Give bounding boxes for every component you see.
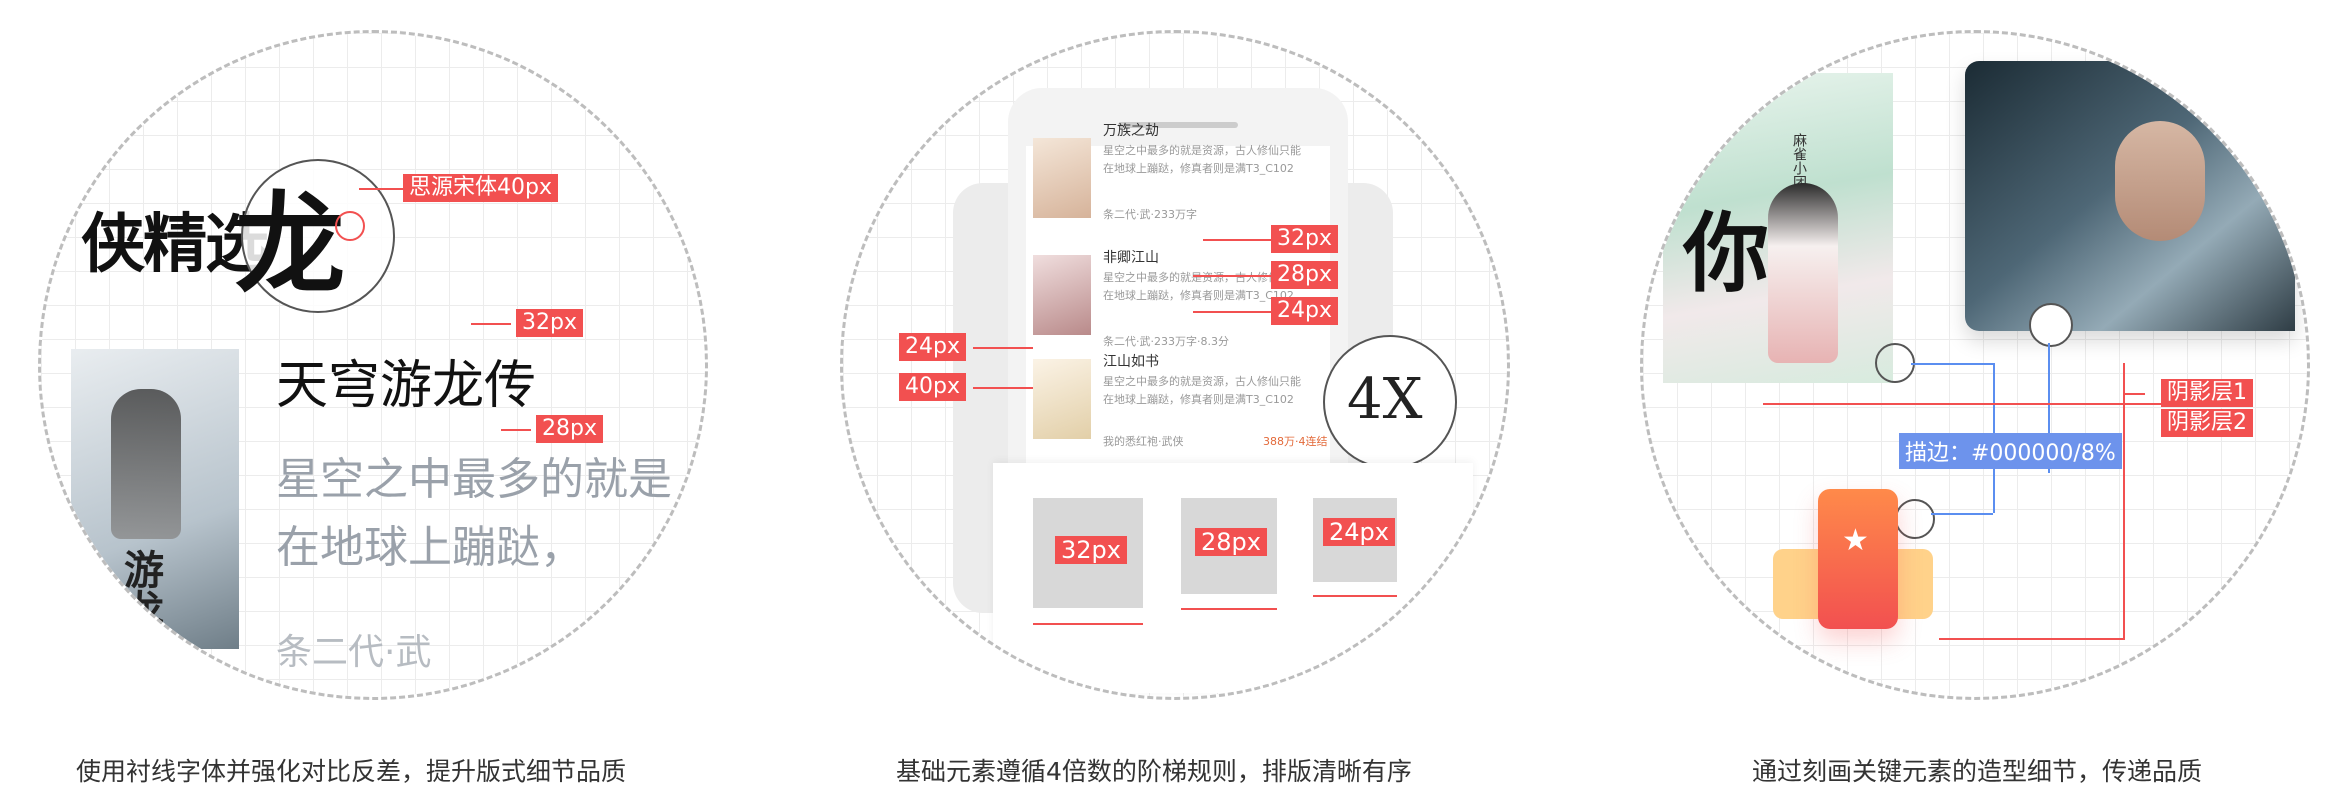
shadow-line bbox=[1763, 403, 2243, 405]
detail-magnifier bbox=[1875, 343, 1915, 383]
caption-serif: 使用衬线字体并强化对比反差，提升版式细节品质 bbox=[76, 757, 627, 786]
tag-pointer bbox=[501, 429, 531, 431]
shadow-tag-1: 阴影层1 bbox=[2161, 379, 2253, 407]
caption-detail: 通过刻画关键元素的造型细节，传递品质 bbox=[1752, 757, 2203, 786]
measure-line bbox=[1181, 608, 1277, 610]
panel-detail: 你 麻雀小团子 描边：#000000/8% 阴影层1 阴影层2 ★ bbox=[1640, 0, 2351, 800]
list-cover bbox=[1033, 138, 1091, 218]
book-title: 天穹游龙传 bbox=[276, 356, 537, 416]
size-tag-32: 32px bbox=[1271, 225, 1338, 253]
box-tag-24: 24px bbox=[1323, 518, 1395, 546]
size-tag-24: 24px bbox=[1271, 297, 1338, 325]
tag-pointer bbox=[1203, 239, 1283, 241]
stroke-label: 描边：#000000/8% bbox=[1899, 433, 2122, 469]
zoom-char: 龙 bbox=[235, 180, 345, 309]
detail-magnifier bbox=[1895, 499, 1935, 539]
book-cover: 游龙传 bbox=[71, 349, 239, 669]
list-title: 非卿江山 bbox=[1103, 250, 1159, 266]
font-tag: 思源宋体40px bbox=[403, 174, 558, 202]
list-item: 万族之劫 星空之中最多的就是资源，古人修仙只能在地球上蹦跶，修真者则是满T3_C… bbox=[1033, 123, 1333, 238]
tag-pointer bbox=[973, 387, 1033, 389]
list-meta: 条二代·武·233万字·8.3分 bbox=[1103, 335, 1229, 348]
list-item: 江山如书 星空之中最多的就是资源，古人修仙只能在地球上蹦跶，修真者则是满T3_C… bbox=[1033, 354, 1333, 465]
list-cover bbox=[1033, 255, 1091, 335]
connector-line bbox=[1993, 363, 1995, 473]
size-tag-left-40: 40px bbox=[899, 373, 966, 401]
zoom-highlight bbox=[335, 211, 365, 241]
tag-pointer bbox=[973, 347, 1033, 349]
list-meta-right: 388万·4连结 bbox=[1263, 435, 1328, 448]
grid-circle: 万族之劫 星空之中最多的就是资源，古人修仙只能在地球上蹦跶，修真者则是满T3_C… bbox=[840, 30, 1510, 700]
list-meta: 条二代·武·233万字 bbox=[1103, 208, 1197, 221]
measure-line bbox=[1033, 623, 1143, 625]
photo-face bbox=[2115, 121, 2205, 241]
box-tag-32: 32px bbox=[1055, 536, 1127, 564]
size-box-24: 24px bbox=[1313, 498, 1397, 582]
connector-line bbox=[1993, 473, 1995, 513]
list-desc: 星空之中最多的就是资源，古人修仙只能在地球上蹦跶，修真者则是满T3_C102 bbox=[1103, 375, 1301, 406]
cover-figure bbox=[1768, 183, 1838, 363]
shadow-line bbox=[2123, 363, 2125, 638]
zoom-lens: 4X bbox=[1323, 335, 1457, 469]
size-box-32: 32px bbox=[1033, 498, 1143, 608]
cover-calligraphy: 你 bbox=[1683, 203, 1769, 304]
cover-photo bbox=[1965, 61, 2295, 331]
list-cover bbox=[1033, 359, 1091, 439]
shadow-line bbox=[1939, 638, 2125, 640]
star-icon: ★ bbox=[1842, 523, 1869, 558]
desc-line-2: 在地球上蹦跶， bbox=[276, 522, 584, 573]
caption-grid-rule: 基础元素遵循4倍数的阶梯规则，排版清晰有序 bbox=[896, 757, 1412, 786]
meta-line: 条二代·武 bbox=[276, 632, 432, 673]
size-tag-28: 28px bbox=[536, 415, 603, 443]
phone-speaker bbox=[1118, 122, 1238, 128]
connector-line bbox=[1911, 363, 1993, 365]
measure-line bbox=[1313, 595, 1397, 597]
size-tag-28: 28px bbox=[1271, 261, 1338, 289]
zoom-lens: 龙 bbox=[235, 159, 395, 313]
list-desc: 星空之中最多的就是资源，古人修仙只能在地球上蹦跶，修真者则是满T3_C102 bbox=[1103, 271, 1301, 302]
list-meta: 我的悉红袍·武侠 bbox=[1103, 435, 1184, 448]
zoom-label: 4X bbox=[1347, 367, 1423, 432]
tag-pointer bbox=[471, 323, 511, 325]
connector-line bbox=[1931, 513, 1993, 515]
size-tag-left-24: 24px bbox=[899, 333, 966, 361]
detail-circle: 你 麻雀小团子 描边：#000000/8% 阴影层1 阴影层2 ★ bbox=[1640, 30, 2310, 700]
tag-pointer bbox=[1193, 311, 1273, 313]
cover-figure bbox=[111, 389, 181, 539]
connector-line bbox=[2048, 343, 2050, 473]
list-item: 非卿江山 星空之中最多的就是资源，古人修仙只能在地球上蹦跶，修真者则是满T3_C… bbox=[1033, 250, 1333, 361]
shadow-tag-2: 阴影层2 bbox=[2161, 409, 2253, 437]
serif-circle: 侠精选 龙 思源宋体40px 32px 天穹游龙传 28px 星空之中最多的就是… bbox=[38, 30, 708, 700]
box-tag-28: 28px bbox=[1195, 528, 1267, 556]
list-title: 江山如书 bbox=[1103, 354, 1159, 370]
cover-illustration: 你 麻雀小团子 bbox=[1663, 73, 1893, 383]
shadow-line bbox=[2125, 393, 2145, 395]
tag-pointer bbox=[359, 188, 419, 190]
serif-heading: 侠精选 bbox=[81, 207, 269, 282]
detail-magnifier bbox=[2029, 303, 2073, 347]
desc-line-1: 星空之中最多的就是 bbox=[276, 454, 672, 505]
size-box-28: 28px bbox=[1181, 498, 1277, 594]
cover-title: 游龙传 bbox=[117, 549, 164, 669]
size-tag-32: 32px bbox=[516, 309, 583, 337]
list-desc: 星空之中最多的就是资源，古人修仙只能在地球上蹦跶，修真者则是满T3_C102 bbox=[1103, 144, 1301, 175]
tag-pointer bbox=[1193, 275, 1273, 277]
badge: ★ bbox=[1818, 489, 1898, 629]
list-title: 万族之劫 bbox=[1103, 123, 1159, 139]
panel-serif: 侠精选 龙 思源宋体40px 32px 天穹游龙传 28px 星空之中最多的就是… bbox=[30, 0, 750, 800]
panel-grid-rule: 万族之劫 星空之中最多的就是资源，古人修仙只能在地球上蹦跶，修真者则是满T3_C… bbox=[840, 0, 1560, 800]
